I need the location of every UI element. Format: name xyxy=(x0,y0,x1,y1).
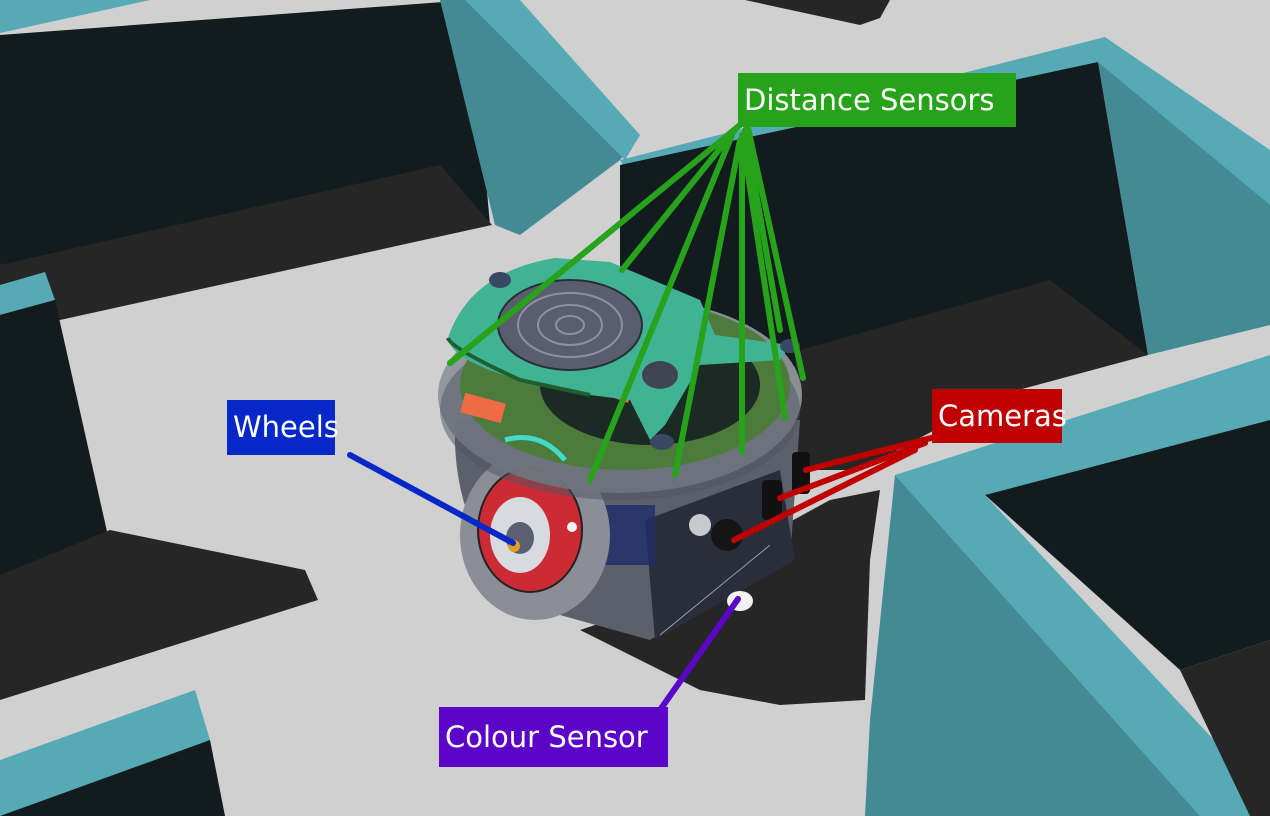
distance-line-1 xyxy=(447,122,743,366)
maze-wall-left-dark xyxy=(0,300,110,575)
maze-shadow-front-right xyxy=(1180,640,1270,816)
camera-1 xyxy=(792,452,810,494)
maze-wall-top-strip xyxy=(0,0,150,33)
maze-wall-bottom-left-top xyxy=(0,690,210,816)
robot-body-edge xyxy=(659,544,771,636)
maze-wall-front-right-side xyxy=(865,475,1200,816)
maze-wall-vertical-cyan xyxy=(440,0,640,235)
maze-wall-front-right-dark xyxy=(985,420,1270,670)
speaker-ring-1 xyxy=(517,292,623,358)
maze-wall-front-right-top xyxy=(895,355,1270,816)
colour-sensor-label: Colour Sensor xyxy=(439,707,668,767)
camera-line-1 xyxy=(803,434,938,473)
colour-sensor-callout-line xyxy=(657,596,741,713)
distance-line-7 xyxy=(742,127,783,333)
camera-line-2 xyxy=(777,440,928,501)
knob xyxy=(642,361,678,389)
orange-connector xyxy=(460,392,506,424)
maze-shadow-back-right xyxy=(760,280,1148,470)
standoff-1 xyxy=(489,272,511,288)
camera-ball xyxy=(689,514,711,536)
standoff-2 xyxy=(650,434,674,450)
maze-shadow-top xyxy=(745,0,890,25)
camera-2 xyxy=(762,480,782,520)
top-pcb-edge xyxy=(446,337,591,397)
distance-line-2 xyxy=(619,127,738,273)
distance-line-6 xyxy=(739,132,788,421)
distance-line-4 xyxy=(672,137,743,478)
distance-line-8 xyxy=(745,125,806,381)
distance-line-3 xyxy=(587,132,735,483)
maze-wall-left-top xyxy=(0,272,55,315)
maze-floor-shadow-left xyxy=(0,165,492,330)
maze-wall-back-right-side xyxy=(1098,62,1270,355)
maze-wall-vertical-top xyxy=(465,0,640,160)
camera-line-3 xyxy=(731,447,918,543)
camera-callout-lines xyxy=(731,434,938,543)
distance-sensor-callout-lines xyxy=(447,122,806,483)
camera-3 xyxy=(711,519,743,551)
wheel-dot xyxy=(567,522,577,532)
maze-floor-strip-right xyxy=(1148,325,1270,395)
cyan-strip xyxy=(504,435,567,462)
speaker-ring-3 xyxy=(555,315,585,335)
robot-body-front xyxy=(645,470,795,640)
maze-shadow-left xyxy=(0,530,318,700)
wheels-label: Wheels xyxy=(227,400,339,455)
distance-sensors-label: Distance Sensors xyxy=(738,73,1016,127)
maze-wall-bottom-left-dark xyxy=(0,740,225,816)
cameras-label: Cameras xyxy=(932,389,1067,443)
wheels-callout-line xyxy=(347,452,516,546)
speaker-ring-2 xyxy=(537,304,603,346)
